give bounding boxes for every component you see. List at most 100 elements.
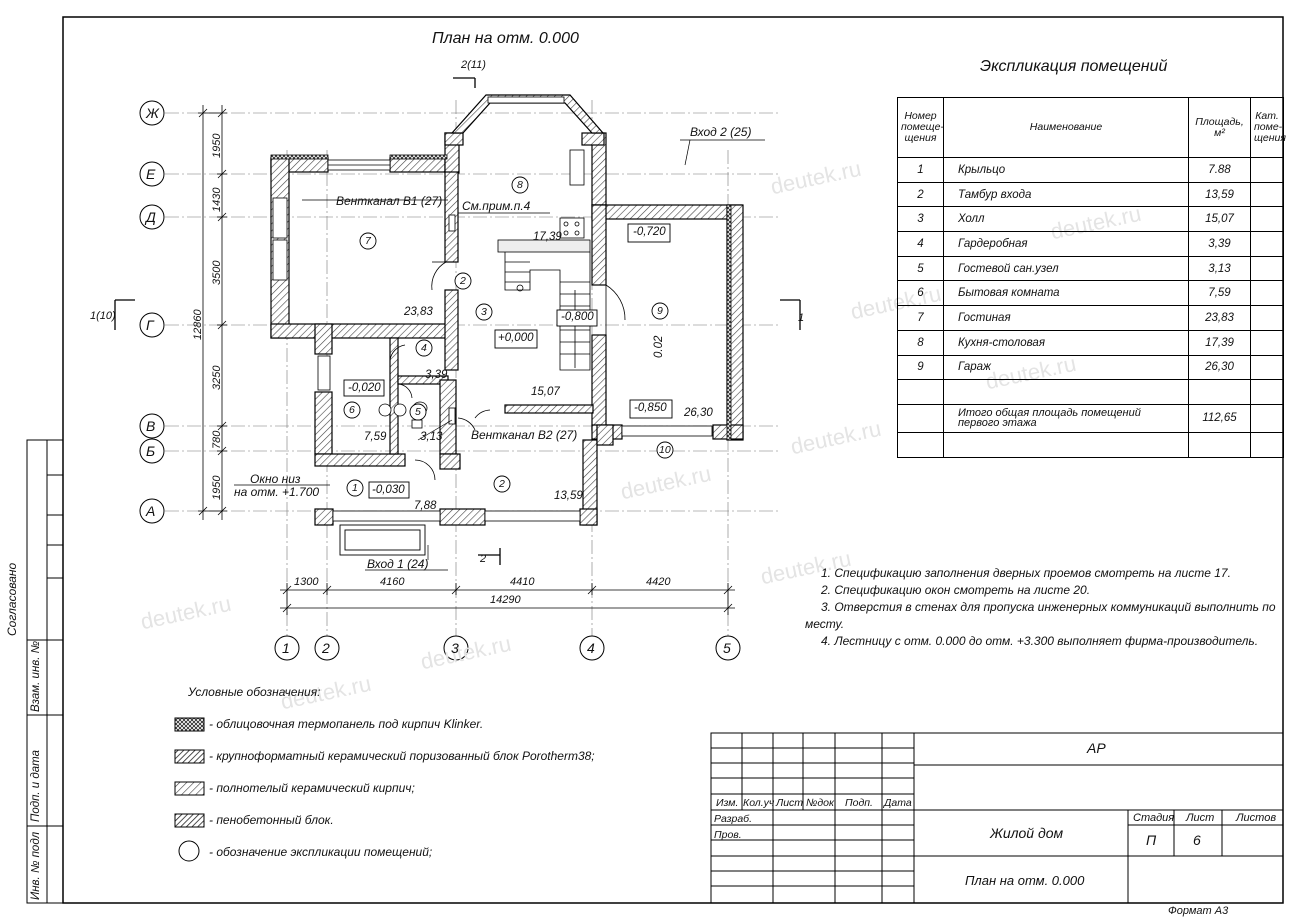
tb-col-header: Подп. — [845, 797, 873, 809]
porch — [339, 524, 426, 556]
horizontal-dimensions — [280, 583, 735, 615]
axis-label: Д — [146, 209, 156, 225]
grid-axes — [165, 100, 780, 636]
room-name-cell: Тамбур входа — [943, 181, 1189, 208]
axis-label: 4 — [587, 640, 595, 656]
note-item: 1. Спецификацию заполнения дверных проем… — [821, 566, 1231, 580]
section-label: 2 — [480, 553, 487, 565]
room-number: 10 — [659, 444, 671, 456]
vent-shafts — [448, 214, 456, 425]
table-header: Кат. поме- щения — [1250, 97, 1286, 158]
dimension-label: 1950 — [211, 475, 223, 500]
dimension-label: 1430 — [211, 187, 223, 212]
dimension-label: 780 — [211, 430, 223, 449]
walls — [270, 94, 744, 526]
leader-lines — [234, 139, 765, 571]
tb-col-header: Лист — [776, 797, 804, 809]
table-header-row: Номер помеще- щения Наименование Площадь… — [897, 97, 1286, 158]
legend-swatches — [174, 717, 205, 862]
room-num-cell: 5 — [897, 255, 944, 282]
axis-label: 3 — [451, 640, 459, 656]
table-header: Номер помеще- щения — [897, 97, 944, 158]
tb-col-header: Дата — [884, 797, 912, 809]
room-number: 3 — [481, 306, 487, 318]
legend-item: - крупноформатный керамический поризован… — [209, 749, 595, 763]
format-label: Формат А3 — [1168, 905, 1229, 917]
room-number: 9 — [657, 305, 663, 317]
room-number: 5 — [415, 406, 421, 418]
room-area-cell: 7,59 — [1188, 280, 1251, 307]
elevation-label: +0,000 — [498, 332, 534, 344]
room-number: 1 — [352, 482, 358, 494]
tb-row-label: Пров. — [714, 829, 742, 841]
legend-item: - полнотелый керамический кирпич; — [209, 781, 415, 795]
axis-label: Б — [146, 443, 156, 459]
room-num-cell: 2 — [897, 181, 944, 208]
elevation-label: -0,800 — [561, 311, 594, 323]
doors — [389, 261, 626, 481]
room-area-cell: 13,59 — [1188, 181, 1251, 208]
elevation-label: -0,850 — [634, 402, 667, 414]
note-item: 4. Лестницу с отм. 0.000 до отм. +3.300 … — [821, 634, 1259, 648]
side-stamp — [26, 439, 64, 904]
axis-label: Е — [146, 166, 156, 182]
section-marks — [114, 77, 801, 565]
dimension-label: 12860 — [192, 309, 204, 340]
entrance-label: Вход 1 (24) — [367, 557, 429, 571]
room-number: 2 — [499, 478, 505, 490]
dimension-label: 4410 — [510, 576, 535, 588]
dimension-label: 4420 — [646, 576, 671, 588]
dimension-label: 4160 — [380, 576, 405, 588]
room-number-circles — [343, 176, 674, 497]
room-num-cell: 7 — [897, 305, 944, 331]
table-row-empty — [897, 379, 1284, 405]
tb-stage-label: Стадия — [1133, 812, 1175, 824]
room-name-cell: Гараж — [943, 354, 1189, 381]
axis-label: 1 — [282, 640, 290, 656]
area-label: 26,30 — [684, 407, 713, 419]
section-label: 1(10) — [90, 310, 116, 322]
axis-label: 2 — [322, 640, 330, 656]
side-label: Инв. № подл — [30, 831, 42, 900]
legend-item: - облицовочная термопанель под кирпич Kl… — [209, 717, 484, 731]
axis-number-bubbles — [274, 635, 741, 661]
elevation-label: -0,020 — [348, 382, 381, 394]
explication-title: Экспликация помещений — [980, 58, 1168, 75]
facing-panels — [270, 154, 732, 441]
kitchen-fixtures — [559, 149, 585, 239]
room-area-cell: 26,30 — [1188, 354, 1251, 381]
dimension-label: 1300 — [294, 576, 319, 588]
area-label: 15,07 — [531, 386, 560, 398]
room-area-cell: 3,13 — [1188, 255, 1251, 282]
area-label: 7,88 — [414, 500, 437, 512]
section-label: 2(11) — [461, 59, 486, 71]
area-label: 3,39 — [425, 369, 448, 381]
axis-label: Ж — [146, 105, 159, 121]
room-num-cell: 6 — [897, 280, 944, 307]
legend-title: Условные обозначения: — [188, 685, 321, 699]
tb-stage-value: П — [1146, 832, 1157, 848]
plan-title: План на отм. 0.000 — [432, 30, 579, 47]
table-row-empty — [897, 431, 1284, 458]
elevation-marks — [343, 223, 673, 499]
room-name-cell: Бытовая комната — [943, 280, 1189, 307]
windows — [272, 96, 713, 522]
room-num-cell: 4 — [897, 231, 944, 257]
total-label: Итого общая площадь помещений первого эт… — [943, 403, 1189, 433]
note-item: 3. Отверстия в стенах для пропуска инжен… — [805, 600, 1276, 631]
tb-col-header: Изм. — [716, 797, 739, 809]
room-number: 8 — [517, 179, 523, 191]
axis-label: А — [146, 503, 156, 519]
room-num-cell: 8 — [897, 329, 944, 356]
general-notes: 1. Спецификацию заполнения дверных проем… — [805, 565, 1280, 650]
dimension-label: 14290 — [490, 594, 521, 606]
tb-row-label: Разраб. — [714, 813, 752, 825]
tb-sheets-label: Листов — [1236, 812, 1277, 824]
tb-sheet-title: План на отм. 0.000 — [965, 873, 1085, 888]
axis-label: В — [146, 418, 156, 434]
